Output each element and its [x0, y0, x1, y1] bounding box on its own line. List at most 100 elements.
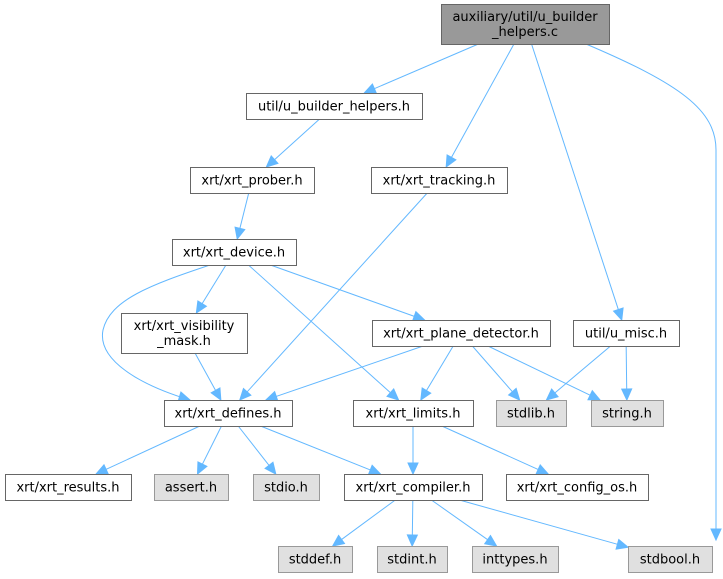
edge-line — [531, 43, 620, 312]
arrowhead-icon — [587, 389, 602, 401]
node-label: xrt/xrt_results.h — [16, 481, 119, 496]
edge-line — [248, 264, 393, 395]
node-stdbool: stdbool.h — [628, 546, 713, 573]
arrowhead-icon — [386, 388, 400, 401]
edge-line — [441, 425, 541, 471]
edge-xrt_plane_detector-to-stdlib — [471, 345, 521, 401]
edge-line — [471, 345, 515, 394]
node-stddef: stddef.h — [278, 546, 353, 573]
node-xrt_visibility_mask[interactable]: xrt/xrt_visibility_mask.h — [121, 313, 248, 354]
arrowhead-icon — [407, 462, 419, 476]
edge-u_builder_helpers_h-to-xrt_prober — [265, 118, 320, 168]
edge-line — [411, 499, 414, 538]
edge-line — [339, 499, 396, 542]
edge-line — [101, 264, 211, 401]
edge-xrt_device-to-xrt_limits — [248, 264, 400, 401]
node-box — [472, 546, 559, 573]
edge-xrt_limits-to-xrt_compiler — [407, 426, 419, 476]
node-xrt_defines[interactable]: xrt/xrt_defines.h — [164, 400, 293, 427]
arrowhead-icon — [95, 463, 109, 475]
arrowhead-icon — [620, 388, 633, 402]
edge-xrt_device-to-xrt_visibility_mask — [195, 264, 227, 315]
node-u_misc[interactable]: util/u_misc.h — [573, 320, 680, 347]
arrowhead-icon — [420, 387, 432, 402]
node-xrt_prober[interactable]: xrt/xrt_prober.h — [190, 167, 315, 194]
node-box — [371, 167, 508, 194]
arrowhead-icon — [238, 387, 252, 401]
edge-root-to-stdbool — [585, 43, 722, 542]
edge-xrt_plane_detector-to-xrt_limits — [420, 345, 454, 402]
node-xrt_plane_detector[interactable]: xrt/xrt_plane_detector.h — [372, 320, 551, 347]
arrowhead-icon — [406, 534, 419, 548]
node-xrt_limits[interactable]: xrt/xrt_limits.h — [353, 400, 474, 427]
node-box — [246, 93, 423, 120]
arrowhead-icon — [196, 461, 208, 476]
edge-xrt_defines-to-xrt_results — [95, 425, 201, 475]
node-inttypes: inttypes.h — [472, 546, 559, 573]
arrowhead-icon — [195, 300, 208, 315]
edge-line — [425, 345, 454, 393]
arrowhead-icon — [445, 154, 457, 169]
node-box — [496, 400, 567, 427]
arrowhead-icon — [264, 461, 277, 475]
node-label: inttypes.h — [482, 553, 547, 568]
node-label: stdint.h — [387, 553, 436, 568]
node-xrt_config_os[interactable]: xrt/xrt_config_os.h — [506, 474, 649, 501]
edge-xrt_defines-to-stdio — [237, 425, 277, 475]
node-label: xrt/xrt_limits.h — [366, 407, 461, 422]
edge-line — [200, 264, 227, 306]
edge-xrt_tracking-to-xrt_defines — [238, 192, 428, 401]
node-box — [344, 474, 483, 501]
node-box — [253, 474, 320, 501]
edge-line — [245, 192, 428, 394]
node-xrt_tracking[interactable]: xrt/xrt_tracking.h — [371, 167, 508, 194]
edge-xrt_defines-to-assert — [196, 425, 222, 476]
node-xrt_device[interactable]: xrt/xrt_device.h — [172, 239, 297, 266]
edge-xrt_defines-to-xrt_compiler — [260, 425, 382, 476]
arrowhead-icon — [210, 387, 222, 402]
node-box — [353, 400, 474, 427]
edge-line — [487, 345, 593, 397]
node-stdint: stdint.h — [377, 546, 448, 573]
node-box — [278, 546, 353, 573]
node-label: stdbool.h — [640, 553, 700, 568]
edge-xrt_plane_detector-to-xrt_defines — [264, 345, 424, 402]
node-label: stdlib.h — [507, 407, 555, 422]
node-string: string.h — [591, 400, 664, 427]
arrowhead-icon — [265, 155, 279, 168]
node-stdlib: stdlib.h — [496, 400, 567, 427]
node-box — [628, 546, 713, 573]
node-u_builder_helpers_h[interactable]: util/u_builder_helpers.h — [246, 93, 423, 120]
node-box — [506, 474, 649, 501]
edge-line — [270, 264, 417, 318]
edge-root-to-xrt_tracking — [445, 43, 515, 169]
node-label: xrt/xrt_defines.h — [175, 407, 282, 422]
edge-xrt_prober-to-xrt_device — [234, 192, 250, 241]
arrowhead-icon — [264, 390, 279, 402]
edge-line — [260, 425, 373, 472]
node-label: xrt/xrt_plane_detector.h — [383, 327, 539, 342]
node-xrt_compiler[interactable]: xrt/xrt_compiler.h — [344, 474, 483, 501]
node-label: xrt/xrt_tracking.h — [383, 174, 496, 189]
node-label: string.h — [602, 407, 652, 422]
edge-line — [201, 425, 222, 467]
edge-u_misc-to-stdlib — [545, 345, 611, 401]
node-label: xrt/xrt_visibility — [134, 319, 235, 334]
edge-line — [274, 345, 424, 398]
arrowhead-icon — [535, 464, 550, 475]
node-box — [591, 400, 664, 427]
edge-root-to-u_misc — [531, 43, 624, 322]
edge-line — [625, 345, 628, 392]
edge-line — [431, 499, 490, 542]
node-xrt_results[interactable]: xrt/xrt_results.h — [5, 474, 132, 501]
edge-line — [450, 43, 515, 160]
node-label: xrt/xrt_prober.h — [201, 174, 302, 189]
node-label: _mask.h — [156, 334, 211, 349]
node-label: _helpers.c — [491, 25, 558, 40]
node-box — [441, 4, 610, 45]
arrowhead-icon — [545, 388, 559, 401]
node-root[interactable]: auxiliary/util/u_builder_helpers.c — [441, 4, 610, 45]
arrowhead-icon — [710, 528, 722, 542]
node-label: stdio.h — [264, 481, 308, 496]
